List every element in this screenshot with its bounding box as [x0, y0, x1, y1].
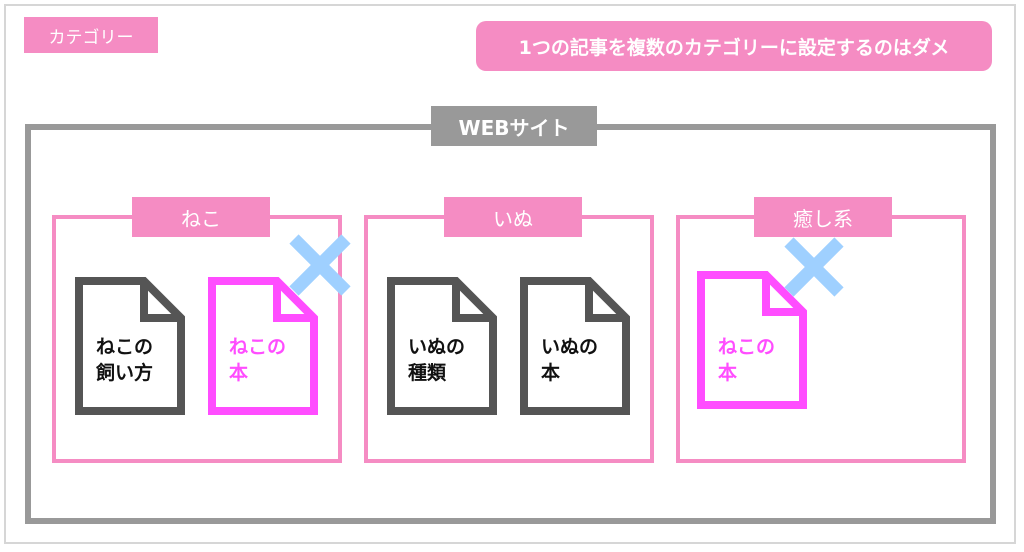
category-name-iyashi: 癒し系 [793, 206, 853, 231]
cross-icon [288, 233, 352, 301]
website-label: WEBサイト [458, 115, 570, 140]
category-tag-inu: いぬ [444, 197, 582, 237]
note-banner: 1つの記事を複数のカテゴリーに設定するのはダメ [476, 21, 992, 71]
category-name-inu: いぬ [493, 206, 533, 231]
document-title-line1: いぬの [408, 336, 466, 358]
website-label-tag: WEBサイト [431, 106, 597, 146]
document-title: ねこの 本 [229, 334, 341, 386]
category-tag-iyashi: 癒し系 [754, 197, 892, 237]
document-neko-shikata: ねこの 飼い方 [74, 276, 186, 416]
document-icon [75, 277, 185, 415]
document-title-line1: いぬの [541, 336, 599, 358]
document-icon [697, 271, 807, 409]
document-title: いぬの 本 [541, 334, 653, 386]
category-tag-neko: ねこ [132, 197, 270, 237]
document-title-line2: 本 [541, 362, 561, 384]
note-text: 1つの記事を複数のカテゴリーに設定するのはダメ [518, 36, 950, 59]
outer-frame [4, 4, 1016, 544]
document-title-line2: 種類 [408, 362, 447, 384]
document-inu-shurui: いぬの 種類 [386, 276, 498, 416]
document-title-line1: ねこの [229, 336, 287, 358]
document-title: ねこの 飼い方 [96, 334, 208, 386]
document-neko-hon: ねこの 本 [207, 276, 319, 416]
document-title-line2: 本 [718, 362, 738, 384]
document-inu-hon: いぬの 本 [519, 276, 631, 416]
category-name-neko: ねこ [181, 206, 221, 231]
category-legend-label: カテゴリー [48, 27, 134, 48]
document-title-line1: ねこの [96, 336, 154, 358]
document-icon [520, 277, 630, 415]
category-legend-tag: カテゴリー [24, 17, 158, 53]
document-icon [208, 277, 318, 415]
document-title: ねこの 本 [718, 334, 830, 386]
document-title-line2: 飼い方 [96, 362, 154, 384]
document-iyashi-neko-hon: ねこの 本 [696, 270, 808, 410]
document-icon [387, 277, 497, 415]
document-title: いぬの 種類 [408, 334, 520, 386]
document-title-line1: ねこの [718, 336, 776, 358]
document-title-line2: 本 [229, 362, 249, 384]
cross-icon [783, 236, 845, 302]
